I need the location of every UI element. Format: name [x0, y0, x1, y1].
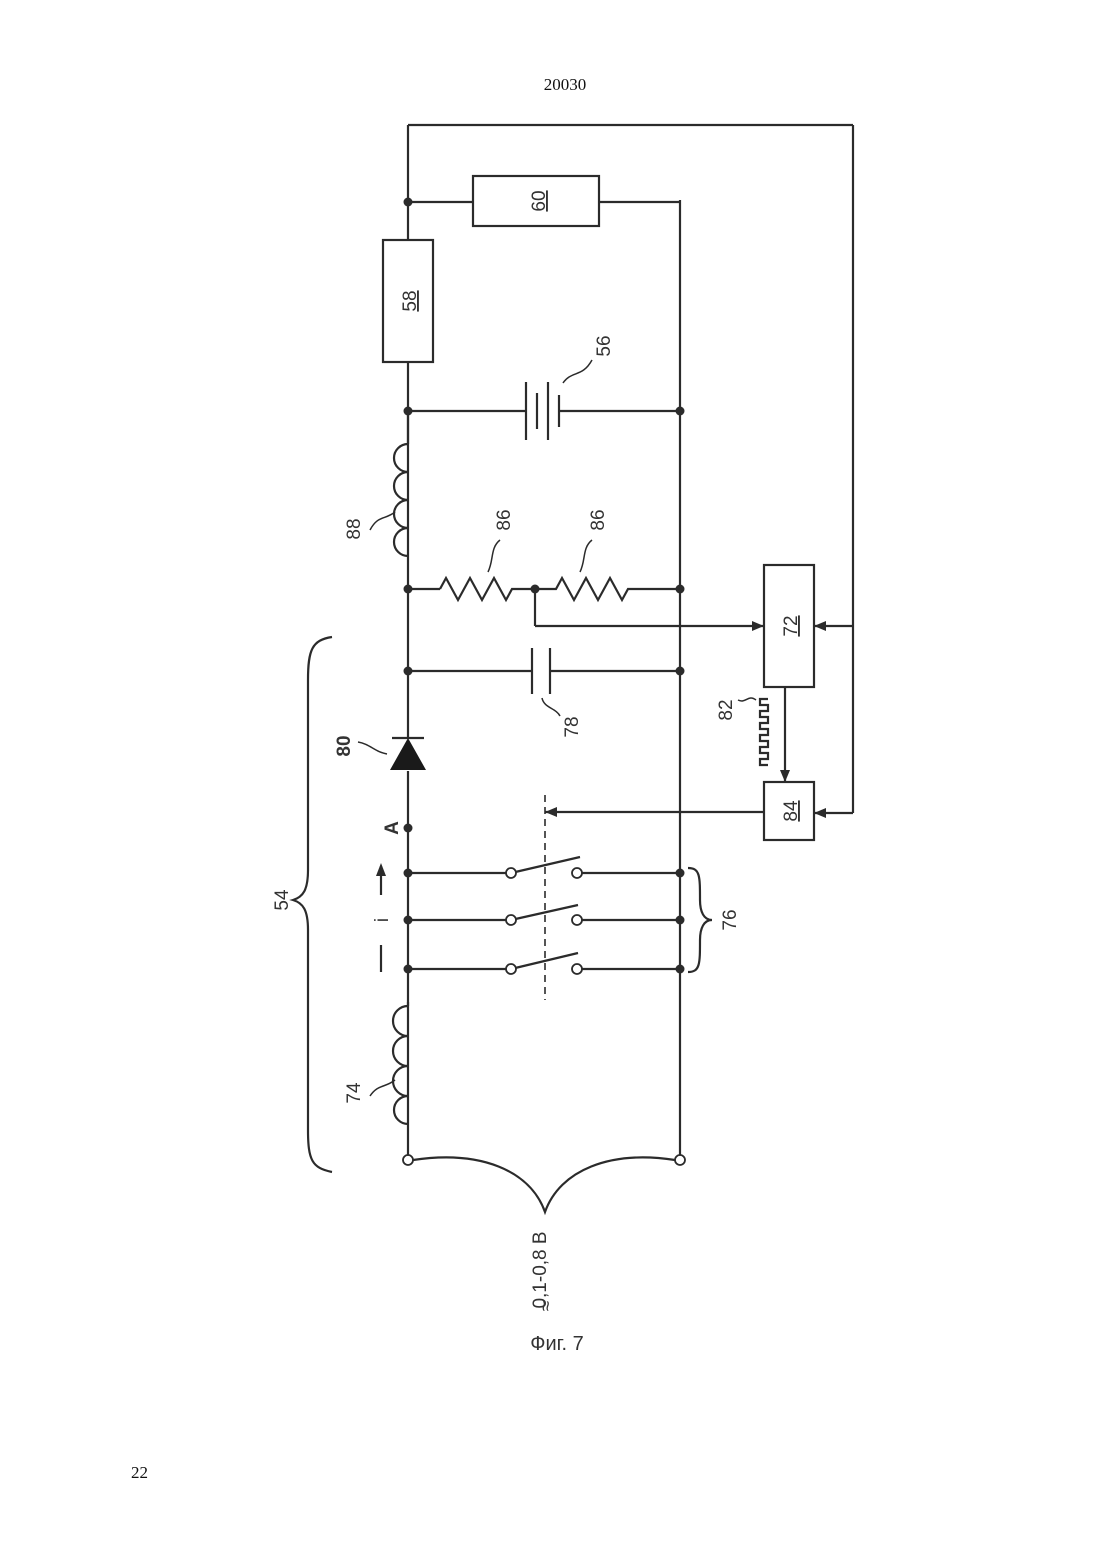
leader-86-a [488, 540, 500, 572]
current-label: i [372, 918, 393, 922]
figure-caption: Фиг. 7 [530, 1333, 583, 1355]
ref-54: 54 [272, 889, 293, 911]
inductor-88 [394, 444, 408, 556]
junction-dots [404, 198, 685, 974]
source-bracket [413, 1157, 675, 1212]
block-60-label: 60 [529, 190, 550, 211]
leader-80 [358, 742, 387, 754]
junction-dot [676, 667, 685, 676]
junction-dot [404, 965, 413, 974]
ref-80: 80 [334, 735, 355, 756]
brace-54 [293, 637, 332, 1172]
junction-dot [676, 965, 685, 974]
ref-82: 82 [716, 699, 737, 720]
current-arrow-head [376, 863, 386, 876]
junction-dot [404, 869, 413, 878]
leader-86-b [580, 540, 592, 572]
arrow-into-switches [545, 807, 557, 817]
ref-86-a: 86 [494, 509, 515, 530]
input-terminal-right [675, 1155, 685, 1165]
junction-dot [404, 667, 413, 676]
switch-a-contact-right [572, 868, 582, 878]
ac-symbol: ≈ [536, 1301, 557, 1311]
node-a-dot [404, 824, 413, 833]
input-terminal-left [403, 1155, 413, 1165]
ref-78: 78 [562, 716, 583, 737]
leader-88 [370, 512, 395, 530]
arrow-into-84-right [814, 808, 826, 818]
junction-dot [676, 407, 685, 416]
switch-c-contact-right [572, 964, 582, 974]
junction-dot [404, 585, 413, 594]
switch-b-contact-right [572, 915, 582, 925]
arrow-into-72-left [752, 621, 764, 631]
resistor-86-a [440, 578, 535, 600]
block-84-label: 84 [781, 800, 802, 822]
arrow-into-72-right [814, 621, 826, 631]
block-72-label: 72 [781, 615, 802, 636]
junction-dot [404, 198, 413, 207]
block-58-label: 58 [400, 290, 421, 311]
leader-78 [542, 698, 560, 716]
ref-76: 76 [720, 909, 741, 930]
junction-dot [404, 407, 413, 416]
arrow-into-84 [780, 770, 790, 782]
switch-b-contact-left [506, 915, 516, 925]
ref-56: 56 [594, 335, 615, 356]
ref-86-b: 86 [588, 509, 609, 530]
brace-76 [688, 868, 712, 972]
pulse-train-82 [760, 699, 768, 765]
leader-74 [370, 1080, 395, 1096]
diode-80 [390, 738, 426, 770]
junction-dot [676, 869, 685, 878]
switch-a-contact-left [506, 868, 516, 878]
node-a-label: A [382, 821, 403, 835]
resistor-86-b [535, 578, 680, 600]
leader-82 [738, 698, 756, 701]
junction-dot [404, 916, 413, 925]
ref-74: 74 [344, 1082, 365, 1104]
junction-dot [676, 916, 685, 925]
junction-dot [531, 585, 540, 594]
switch-c-contact-left [506, 964, 516, 974]
inductor-74 [393, 1006, 408, 1124]
source-voltage: 0,1-0,8 В [530, 1231, 551, 1308]
junction-dot [676, 585, 685, 594]
ref-88: 88 [344, 518, 365, 539]
leader-56 [563, 360, 592, 383]
